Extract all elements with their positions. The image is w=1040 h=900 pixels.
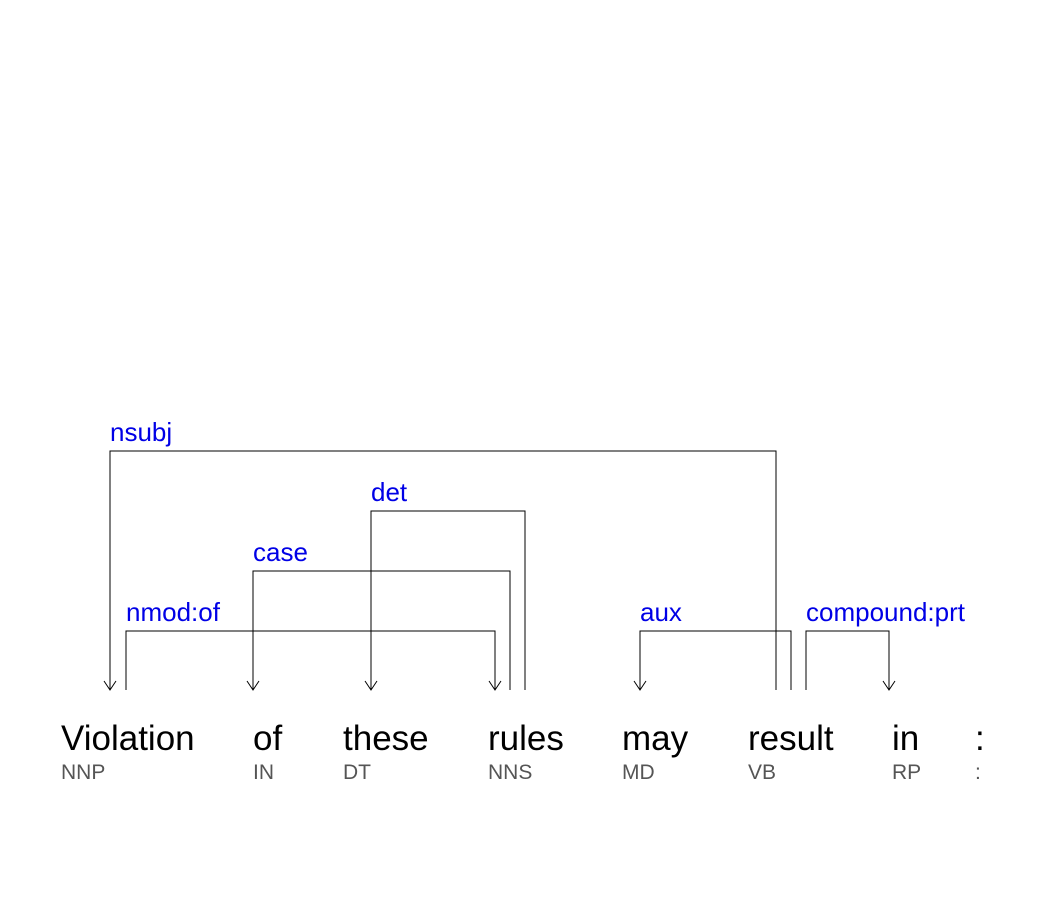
token-pos-tag: MD <box>622 761 655 784</box>
relation-label: aux <box>640 597 682 627</box>
token-pos-tag: RP <box>892 761 921 784</box>
arc-line <box>103 450 777 691</box>
arc-nmod-of: nmod:of <box>125 597 502 691</box>
token-word: these <box>343 719 429 758</box>
token-pos-tag: : <box>975 761 981 784</box>
relation-label: case <box>253 537 308 567</box>
arc-line <box>633 630 792 691</box>
arc-aux: aux <box>633 597 792 691</box>
arc-case: case <box>246 537 511 691</box>
token-word: of <box>253 719 282 758</box>
token-pos-tag: DT <box>343 761 371 784</box>
token-word: Violation <box>61 719 195 758</box>
token-rules: rules NNS <box>488 719 564 784</box>
token-word: may <box>622 719 689 758</box>
token-pos-tag: NNS <box>488 761 532 784</box>
relation-label: det <box>371 477 408 507</box>
token-in: in RP <box>892 719 921 784</box>
token-pos-tag: VB <box>748 761 776 784</box>
token-result: result VB <box>748 719 834 784</box>
token-violation: Violation NNP <box>61 719 195 784</box>
token-word: rules <box>488 719 564 758</box>
relation-label: compound:prt <box>806 597 966 627</box>
token-word: in <box>892 719 919 758</box>
token-may: may MD <box>622 719 689 784</box>
token-colon: : : <box>975 719 985 784</box>
arc-line <box>125 630 502 691</box>
arc-nsubj: nsubj <box>103 417 777 691</box>
token-word: : <box>975 719 985 758</box>
arc-compound-prt: compound:prt <box>805 597 966 691</box>
token-these: these DT <box>343 719 429 784</box>
arc-line <box>364 510 526 691</box>
relation-label: nmod:of <box>126 597 221 627</box>
arc-det: det <box>364 477 526 691</box>
token-word: result <box>748 719 834 758</box>
token-pos-tag: IN <box>253 761 274 784</box>
token-pos-tag: NNP <box>61 761 105 784</box>
relation-label: nsubj <box>110 417 172 447</box>
token-of: of IN <box>253 719 282 784</box>
arc-line <box>805 630 896 691</box>
